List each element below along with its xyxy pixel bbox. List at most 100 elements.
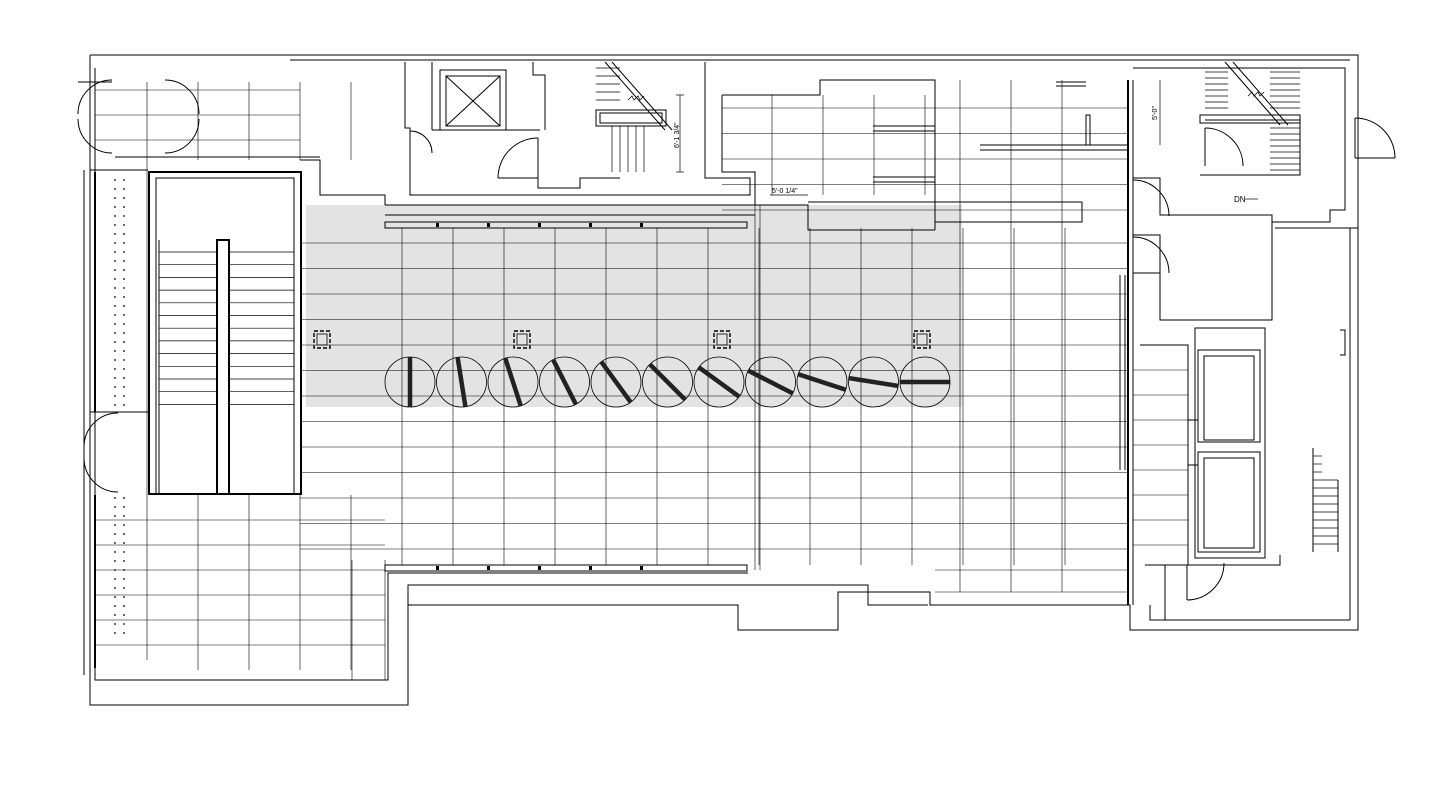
pivot-circle (693, 356, 745, 408)
glazing-dot (114, 569, 116, 571)
structural-columns (313, 330, 931, 349)
glazing-dot (114, 560, 116, 562)
glazing-dot (123, 197, 125, 199)
glazing-dot (114, 596, 116, 598)
glazing-dot (123, 350, 125, 352)
pivot-circle (487, 356, 539, 408)
core-stair-treads (596, 67, 645, 172)
display-benches (384, 221, 748, 572)
bench-tick (436, 223, 439, 227)
column-core (516, 333, 528, 346)
column (513, 330, 531, 349)
glazing-dot (114, 332, 116, 334)
glazing-dot (123, 323, 125, 325)
glazing-dot (123, 296, 125, 298)
glazing-dot (114, 368, 116, 370)
glazing-dot (123, 269, 125, 271)
glazing-dot (114, 179, 116, 181)
bench-ticks (436, 223, 643, 570)
pivot-blade (648, 362, 687, 402)
pivot-panels (384, 356, 951, 408)
pivot-blade (747, 368, 794, 396)
column (913, 330, 931, 349)
highlight-zone (306, 205, 962, 407)
dim-right-stair: 5'-0" (1152, 106, 1159, 120)
glazing-dot (123, 377, 125, 379)
glazing-dot (123, 278, 125, 280)
glazing-dot (114, 524, 116, 526)
glazing-dot (114, 188, 116, 190)
upper-corridor: 5'-0 1/4" (385, 79, 1134, 605)
glazing-dot (114, 533, 116, 535)
glazing-dot (123, 569, 125, 571)
glazing-dot (123, 314, 125, 316)
column (313, 330, 331, 349)
bench-tick (589, 566, 592, 570)
glazing-dot (123, 587, 125, 589)
glazing-dot (114, 614, 116, 616)
glazing-dot (114, 386, 116, 388)
pivot-circle (745, 356, 796, 408)
glazing-dot (123, 179, 125, 181)
glazing-dot (123, 233, 125, 235)
glazing-dot (114, 251, 116, 253)
glazing-dot (123, 560, 125, 562)
glazing-dot (114, 395, 116, 397)
glazing-dot (114, 278, 116, 280)
glazing-dot (114, 578, 116, 580)
bench-tick (487, 566, 490, 570)
glazing-dot (123, 605, 125, 607)
bench-tick (640, 223, 643, 227)
glazing-dot (114, 296, 116, 298)
glazing-dot (114, 269, 116, 271)
glazing-dot (123, 224, 125, 226)
glazing-dot (114, 314, 116, 316)
glazing-dot (123, 251, 125, 253)
glazing-dot (123, 506, 125, 508)
glazing-dot (114, 260, 116, 262)
pivot-circle (848, 356, 899, 408)
bench-tick (538, 223, 541, 227)
bench-tick (640, 566, 643, 570)
exterior-walls (89, 54, 1359, 706)
column (713, 330, 731, 349)
glazing-dot (123, 542, 125, 544)
glazing-dot (114, 323, 116, 325)
glazing-dot (114, 233, 116, 235)
main-stair (148, 171, 302, 495)
pivot-circle (642, 356, 693, 408)
glazing-dot (123, 332, 125, 334)
glazing-dot (123, 533, 125, 535)
glazing-dot (114, 506, 116, 508)
column-core (316, 333, 328, 346)
glazing-dot (114, 404, 116, 406)
bench-tick (487, 223, 490, 227)
pivot-circle (436, 356, 487, 408)
service-core: 6'-1 3/4" (404, 61, 751, 196)
glazing-dot (114, 515, 116, 517)
glazing-dot (114, 359, 116, 361)
glazing-dot (123, 623, 125, 625)
column-core (916, 333, 928, 346)
glazing-dot (114, 377, 116, 379)
left-facade (83, 169, 148, 675)
glazing-dot (114, 587, 116, 589)
glazing-dot (114, 632, 116, 634)
glazing-dot (123, 395, 125, 397)
right-stair-treads (1205, 71, 1300, 171)
glazing-dot (114, 197, 116, 199)
glazing-dot (114, 305, 116, 307)
pivot-blade (697, 365, 741, 399)
glazing-dot (114, 242, 116, 244)
glazing-dot (123, 260, 125, 262)
pivot-circle (796, 356, 848, 408)
bench-tick (436, 566, 439, 570)
glazing-dot (123, 341, 125, 343)
glazing-dot (123, 596, 125, 598)
glazing-dot (123, 515, 125, 517)
glazing-dot (114, 605, 116, 607)
glazing-dot (114, 341, 116, 343)
entrance-doors-left (77, 79, 386, 493)
glazing-dot (114, 206, 116, 208)
